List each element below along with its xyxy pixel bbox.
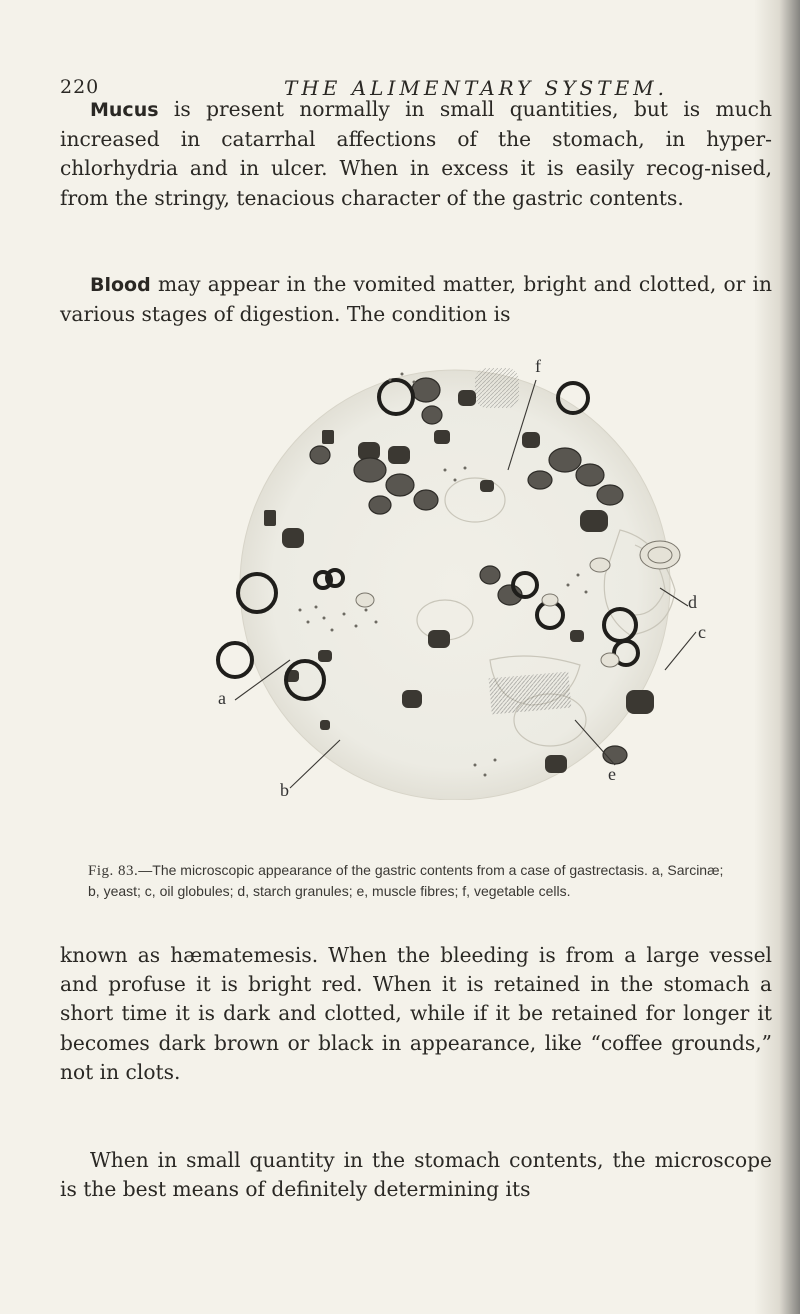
granular-debris xyxy=(298,372,588,777)
paragraph-text-microscope: When in small quantity in the stomach co… xyxy=(60,1148,772,1202)
figure-label-f: f xyxy=(535,356,541,376)
paragraph-haematemesis: known as hæmatemesis. When the bleeding … xyxy=(60,941,772,1087)
figure-label-b: b xyxy=(280,780,289,800)
page-header: 220 THE ALIMENTARY SYSTEM. xyxy=(60,76,760,106)
paragraph-text-blood: may appear in the vomited matter, bright… xyxy=(60,272,772,327)
oil-globules xyxy=(216,378,640,701)
figure-number: Fig. 83. xyxy=(88,863,139,879)
figure-label-d: d xyxy=(688,592,697,612)
microscope-field-illustration xyxy=(216,368,697,801)
paragraph-lead-mucus: Mucus xyxy=(90,99,159,121)
starch-granules xyxy=(355,540,681,668)
paragraph-microscope: When in small quantity in the stomach co… xyxy=(60,1146,772,1204)
running-head: THE ALIMENTARY SYSTEM. xyxy=(284,76,669,100)
field-of-view xyxy=(239,369,671,801)
yeast-cells xyxy=(309,377,628,765)
paragraph-text-haematemesis: known as hæmatemesis. When the bleeding … xyxy=(60,943,772,1084)
figure-label-c: c xyxy=(698,622,706,642)
label-leader-lines xyxy=(234,379,697,789)
page-edge-shadow xyxy=(754,0,800,1314)
paragraph-mucus: Mucus is present normally in small quant… xyxy=(60,95,772,213)
paragraph-lead-blood: Blood xyxy=(90,274,151,296)
paragraph-text-mucus: is present normally in small quantities,… xyxy=(60,97,772,210)
page-number: 220 xyxy=(60,76,100,98)
figure-caption: Fig. 83.—The microscopic appearance of t… xyxy=(88,860,728,901)
sarcinae-packets xyxy=(264,390,654,773)
figure-caption-text: —The microscopic appearance of the gastr… xyxy=(88,862,724,899)
paragraph-blood: Blood may appear in the vomited matter, … xyxy=(60,270,772,329)
figure-label-e: e xyxy=(608,764,616,784)
microscopy-figure: f d c a b e xyxy=(190,356,750,801)
figure-label-a: a xyxy=(218,688,226,708)
muscle-fibres xyxy=(475,368,572,715)
